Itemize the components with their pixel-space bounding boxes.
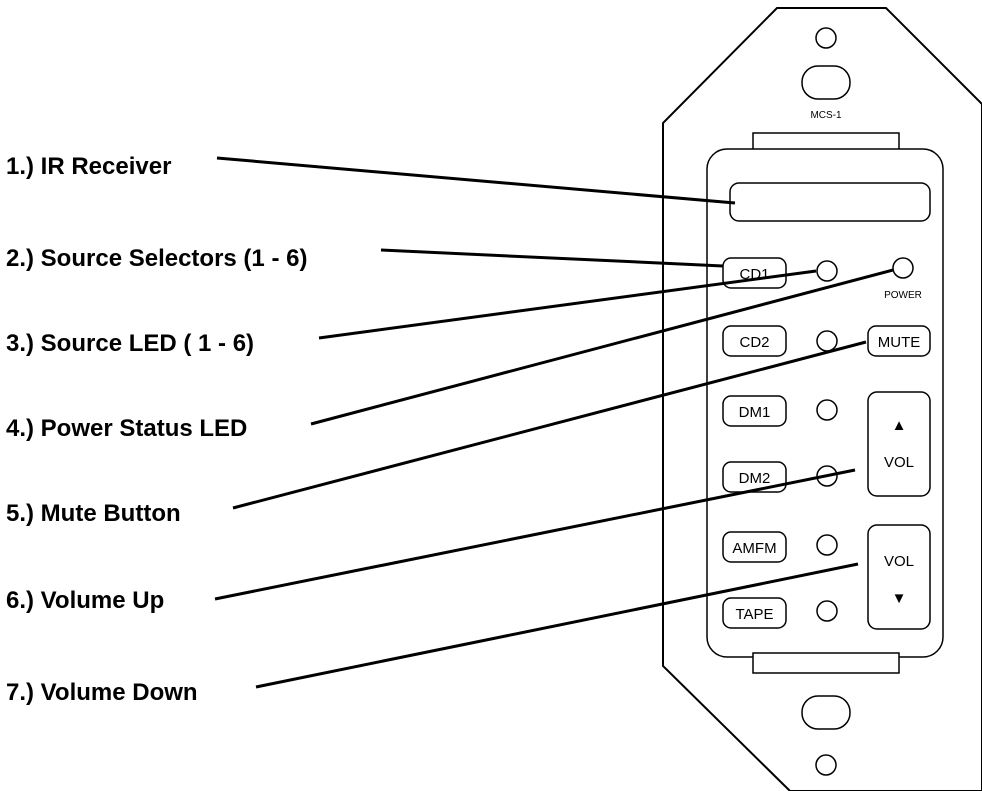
power-label: POWER [884, 290, 922, 301]
leader-line-volume-up [214, 468, 856, 601]
volume-up-button[interactable]: ▲ VOL [867, 391, 931, 497]
model-label: MCS-1 [810, 110, 842, 121]
volume-up-arrow-icon: ▲ [892, 417, 907, 434]
callout-volume-down: 7.) Volume Down [6, 679, 198, 706]
mute-button[interactable]: MUTE [867, 325, 931, 357]
source-button-4[interactable]: DM2 [722, 461, 787, 493]
leader-line-mute-button [232, 340, 867, 510]
volume-down-arrow-icon: ▼ [892, 590, 907, 607]
callout-power-status-led: 4.) Power Status LED [6, 415, 247, 442]
bottom-mounting-slot [801, 695, 851, 730]
source-led-6 [816, 600, 838, 622]
callout-mute-button: 5.) Mute Button [6, 500, 181, 527]
volume-down-button[interactable]: VOL ▼ [867, 524, 931, 630]
power-led [892, 257, 914, 279]
leader-line-power-led [310, 268, 894, 426]
source-button-3[interactable]: DM1 [722, 395, 787, 427]
ir-receiver-window [729, 182, 931, 222]
source-button-label: DM1 [739, 404, 771, 421]
volume-up-label: VOL [884, 454, 914, 471]
volume-down-label: VOL [884, 553, 914, 570]
top-mounting-slot [801, 65, 851, 100]
source-led-5 [816, 534, 838, 556]
source-button-label: DM2 [739, 470, 771, 487]
source-button-label: CD2 [739, 334, 769, 351]
wall-plate-outline [662, 7, 982, 791]
source-led-2 [816, 330, 838, 352]
source-led-1 [816, 260, 838, 282]
bottom-screw-hole [815, 754, 837, 776]
mute-button-label: MUTE [878, 334, 921, 351]
leader-line-volume-down [255, 562, 859, 689]
source-button-2[interactable]: CD2 [722, 325, 787, 357]
leader-line-source-selectors [380, 248, 724, 268]
source-button-label: AMFM [732, 540, 776, 557]
top-screw-hole [815, 27, 837, 49]
leader-line-ir-receiver [216, 156, 736, 205]
callout-source-selectors: 2.) Source Selectors (1 - 6) [6, 245, 307, 272]
source-button-6[interactable]: TAPE [722, 597, 787, 629]
callout-source-led: 3.) Source LED ( 1 - 6) [6, 330, 254, 357]
callout-ir-receiver: 1.) IR Receiver [6, 153, 171, 180]
source-button-label: TAPE [735, 606, 773, 623]
callout-volume-up: 6.) Volume Up [6, 587, 164, 614]
bottom-tab [752, 652, 900, 674]
source-led-3 [816, 399, 838, 421]
source-button-5[interactable]: AMFM [722, 531, 787, 563]
leader-line-source-led [318, 269, 817, 340]
